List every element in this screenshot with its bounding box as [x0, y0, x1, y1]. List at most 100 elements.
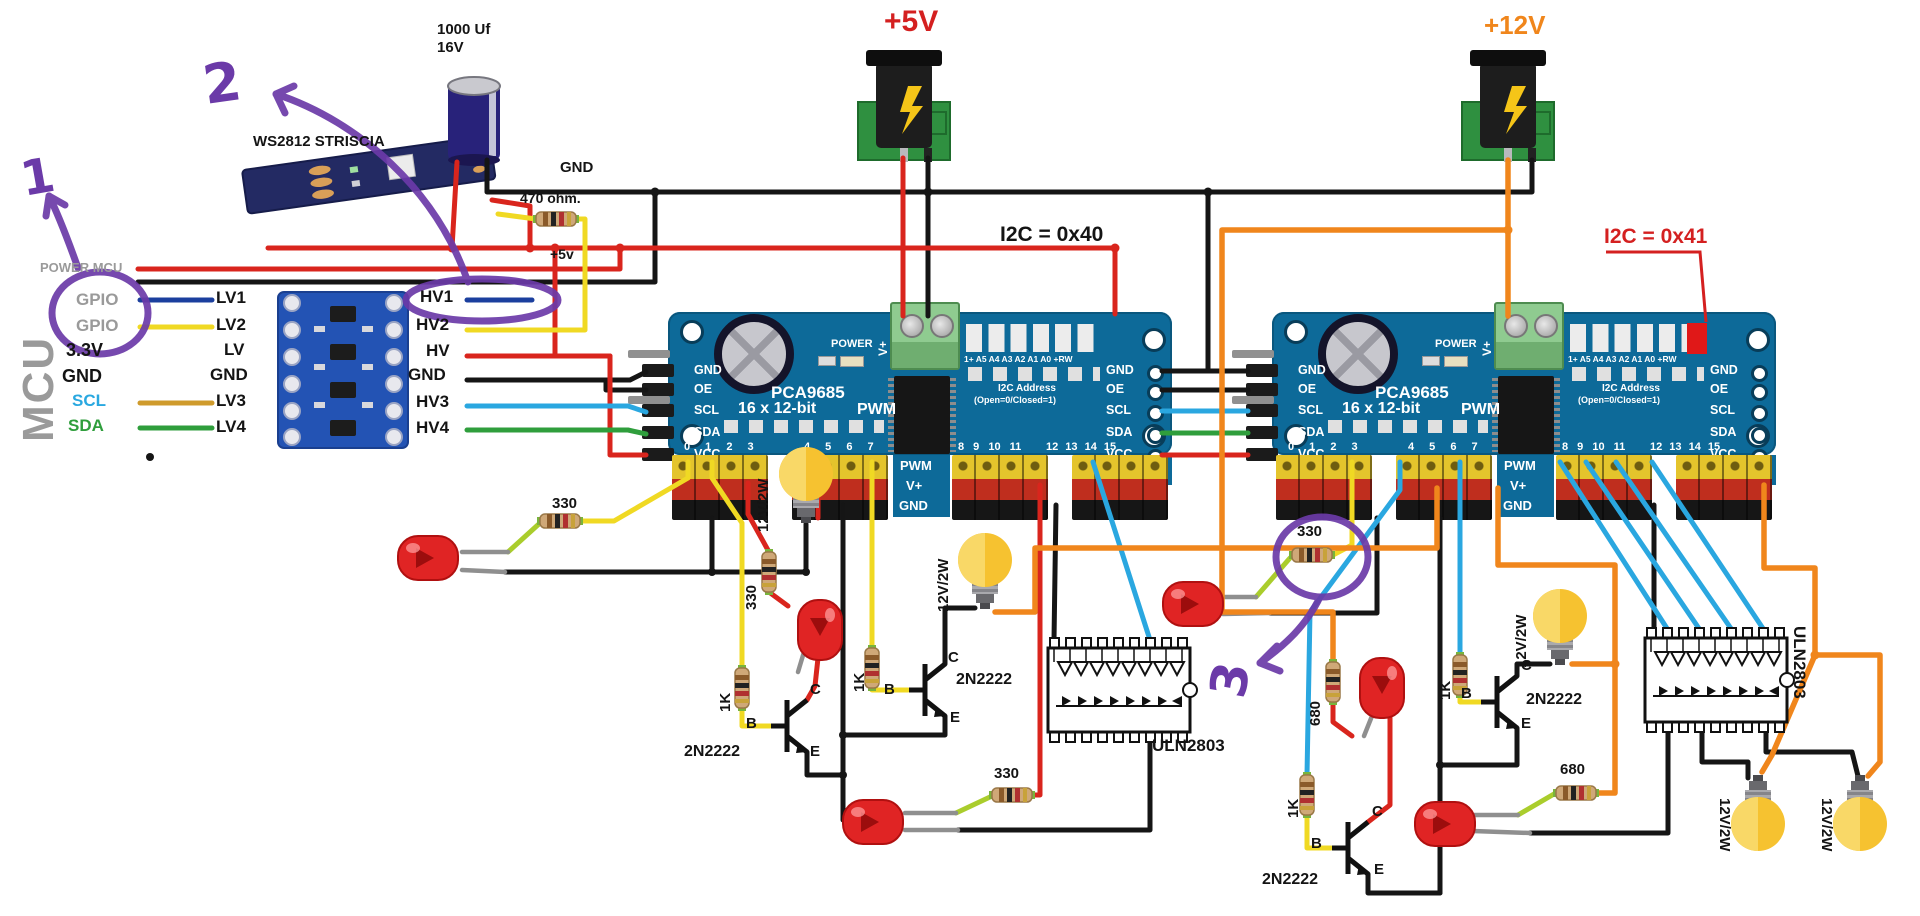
- address-subtitle: (Open=0/Closed=1): [1578, 395, 1661, 405]
- resistor-680-a: [1325, 658, 1341, 706]
- capacitor-voltage-label: 16V: [437, 39, 464, 56]
- pin-header: [1246, 404, 1278, 417]
- chip-pins: [1554, 378, 1560, 452]
- mcu-gpio2-label: GPIO: [76, 316, 119, 335]
- board-subtitle: 16 x 12-bit: [738, 400, 817, 417]
- t4-base-label: B: [1461, 685, 1472, 702]
- pin-hole: [1751, 427, 1768, 444]
- t1-base-label: B: [746, 715, 757, 732]
- wires-yellowgreen: [505, 520, 1557, 818]
- t4-name-label: 2N2222: [1526, 691, 1583, 708]
- pin-label-sda: SDA: [1710, 425, 1737, 439]
- pin-label-oe: OE: [1710, 382, 1729, 396]
- resistor-1k-t1: [734, 664, 750, 712]
- mcu-gnd-label: GND: [62, 366, 102, 386]
- smd-row: [968, 367, 1100, 381]
- channel-numbers: 8 9 10 11: [1562, 441, 1626, 453]
- address-jumper-pads: [966, 324, 1100, 352]
- resistor-330-led2: [761, 548, 777, 596]
- mounting-hole: [1284, 320, 1308, 344]
- vplus-label: V+: [1480, 340, 1494, 356]
- mounting-hole: [680, 424, 704, 448]
- pin-header: [1246, 448, 1278, 461]
- pin-label-sda: SDA: [1106, 425, 1133, 439]
- level-shifter-module: [277, 291, 409, 449]
- annotation-arrowhead-3: [1256, 642, 1284, 675]
- strip-label: WS2812 STRISCIA: [253, 133, 385, 150]
- w-led1-bend: [505, 520, 543, 555]
- pin-label-gnd: GND: [694, 363, 722, 377]
- dc-jack-12v: [1461, 49, 1555, 163]
- t1-name-label: 2N2222: [684, 743, 741, 760]
- t3-base-label: B: [1311, 835, 1322, 852]
- w-board1-vcc: [607, 353, 649, 458]
- channel-numbers: 4 5 6 7: [804, 441, 874, 453]
- chip-pins: [888, 378, 894, 452]
- board-pwm: PWM: [1461, 401, 1501, 418]
- pin-header: [1246, 364, 1278, 377]
- smd-led: [818, 356, 836, 366]
- mcu-33v-label: 3.3V: [66, 340, 104, 360]
- smd-led: [1422, 356, 1440, 366]
- w-led5-uln2: [1527, 723, 1671, 836]
- gnd-bus-label: GND: [560, 159, 594, 176]
- bulb4-label: 12V/2W: [1716, 798, 1733, 852]
- w-strip-5v: [489, 197, 533, 251]
- pin-label-scl: SCL: [694, 403, 719, 417]
- led-leads: [459, 549, 1533, 836]
- side-label-vplus: V+: [906, 478, 923, 493]
- channel-numbers: 12 13 14 15: [1650, 441, 1721, 453]
- side-label-gnd: GND: [1503, 498, 1532, 513]
- channel-numbers: 4 5 6 7: [1408, 441, 1478, 453]
- board-capacitor: [1318, 314, 1398, 394]
- pin-label-gnd: GND: [1298, 363, 1326, 377]
- t2-emitter-label: E: [950, 709, 961, 726]
- pca9685-chip: [894, 376, 950, 454]
- pcb-tab: [893, 455, 950, 517]
- unused-pin: [1232, 350, 1274, 358]
- channel-header-8-11: [952, 455, 1048, 520]
- transistor-2n2222-1: [771, 700, 807, 753]
- w-hv2-r470: [464, 216, 588, 333]
- pin-label-gnd: GND: [1710, 363, 1738, 377]
- led-red-1: [397, 535, 459, 581]
- r1k-t4-label: 1K: [1437, 680, 1454, 700]
- pin-hole: [1147, 384, 1164, 401]
- channel-numbers: 12 13 14 15: [1046, 441, 1117, 453]
- mounting-hole: [680, 320, 704, 344]
- pin-header: [642, 404, 674, 417]
- board-pwm: PWM: [857, 401, 897, 418]
- dc-jack-5v: [857, 49, 951, 163]
- address-subtitle: (Open=0/Closed=1): [974, 395, 1057, 405]
- resistor-470-label: 470 ohm.: [520, 190, 581, 206]
- hv2-label: HV2: [416, 315, 450, 334]
- address-jumper-pads: [1570, 324, 1704, 352]
- lv2-label: LV2: [216, 315, 246, 334]
- w-hv4-sda: [464, 427, 649, 437]
- t1-collector-label: C: [810, 681, 821, 698]
- pin-header: [642, 364, 674, 377]
- channel-numbers: 0 1 2 3: [1288, 441, 1358, 453]
- pin-label-oe: OE: [1106, 382, 1125, 396]
- resistor-1k-t3: [1299, 771, 1315, 819]
- power-mcu-label: POWER MCU: [40, 260, 123, 275]
- hv-label: HV: [426, 341, 450, 360]
- led-red-3: [842, 799, 904, 845]
- w-gnd-bus: [484, 157, 1535, 195]
- channel-numbers: 0 1 2 3: [684, 441, 754, 453]
- w-uln2-bulb4: [1699, 723, 1751, 781]
- transistor-2n2222-3: [1332, 822, 1368, 875]
- pin-hole: [1147, 365, 1164, 382]
- smd-resistor: [840, 356, 864, 367]
- w-led4-bend: [1253, 555, 1293, 600]
- smd-row: [1328, 420, 1488, 433]
- ls-gnd-left-label: GND: [210, 365, 248, 384]
- annotation-arrow-3: [1256, 593, 1324, 667]
- bulb-12v-5: [1833, 775, 1887, 851]
- r1k-t3-label: 1K: [1285, 798, 1302, 818]
- pin-header: [642, 383, 674, 396]
- power-led-label: POWER: [831, 338, 873, 350]
- mounting-hole: [1746, 328, 1770, 352]
- channel-header-12-15: [1072, 455, 1168, 520]
- pin-hole: [1147, 427, 1164, 444]
